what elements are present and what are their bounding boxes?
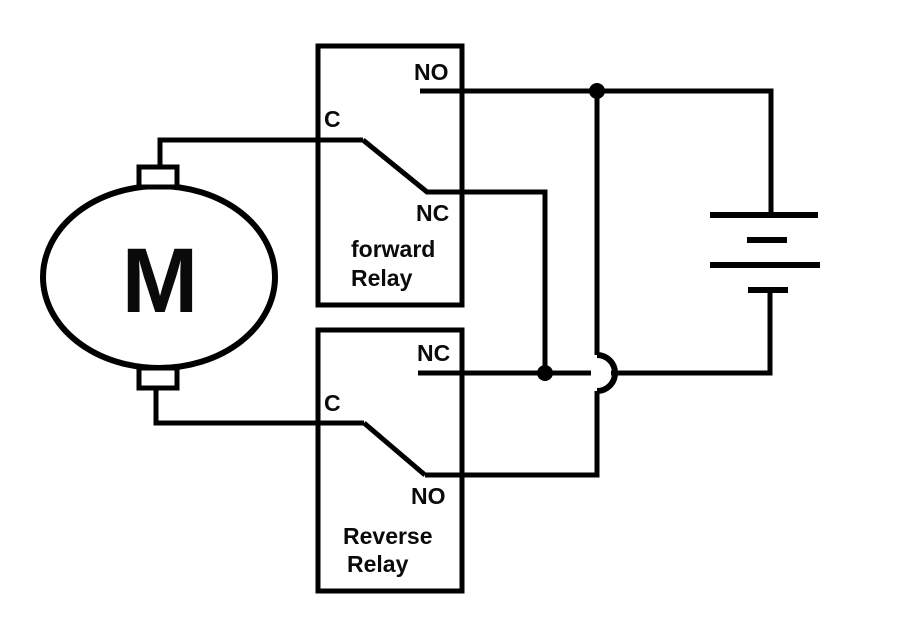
motor-terminal-top — [136, 164, 180, 190]
reverse-relay-c-label: C — [324, 390, 341, 416]
motor-label: M — [122, 230, 199, 332]
forward-relay-no-label: NO — [414, 59, 449, 85]
forward-relay-box — [315, 43, 465, 308]
forward-relay-switch-arm — [361, 138, 548, 370]
reverse-relay-name-line1: Reverse — [343, 523, 433, 549]
reverse-relay: NC C NO Reverse Relay — [315, 327, 465, 594]
wire-hop-arc — [596, 352, 618, 394]
forward-relay: NO C NC forward Relay — [315, 43, 465, 308]
wire-branch-to-reverse-no — [425, 391, 600, 478]
battery-symbol — [710, 212, 820, 293]
forward-relay-c-label: C — [324, 106, 341, 132]
wire-nc-bus-right-to-battery — [611, 291, 773, 376]
wire-no-to-battery-positive — [420, 88, 774, 213]
wire-motor-top-to-forward-c — [157, 137, 363, 170]
wire-motor-bottom-to-reverse-c — [153, 388, 364, 426]
reverse-relay-box — [315, 327, 465, 594]
wiring — [153, 83, 774, 478]
reverse-relay-no-label: NO — [411, 483, 446, 509]
motor-symbol: M — [40, 164, 278, 391]
reverse-relay-nc-label: NC — [417, 340, 450, 366]
forward-relay-name-line1: forward — [351, 236, 435, 262]
reverse-relay-name-line2: Relay — [347, 551, 409, 577]
motor-terminal-bottom — [136, 365, 180, 391]
forward-relay-nc-label: NC — [416, 200, 449, 226]
forward-relay-name-line2: Relay — [351, 265, 413, 291]
reverse-relay-switch-arm — [362, 421, 427, 477]
